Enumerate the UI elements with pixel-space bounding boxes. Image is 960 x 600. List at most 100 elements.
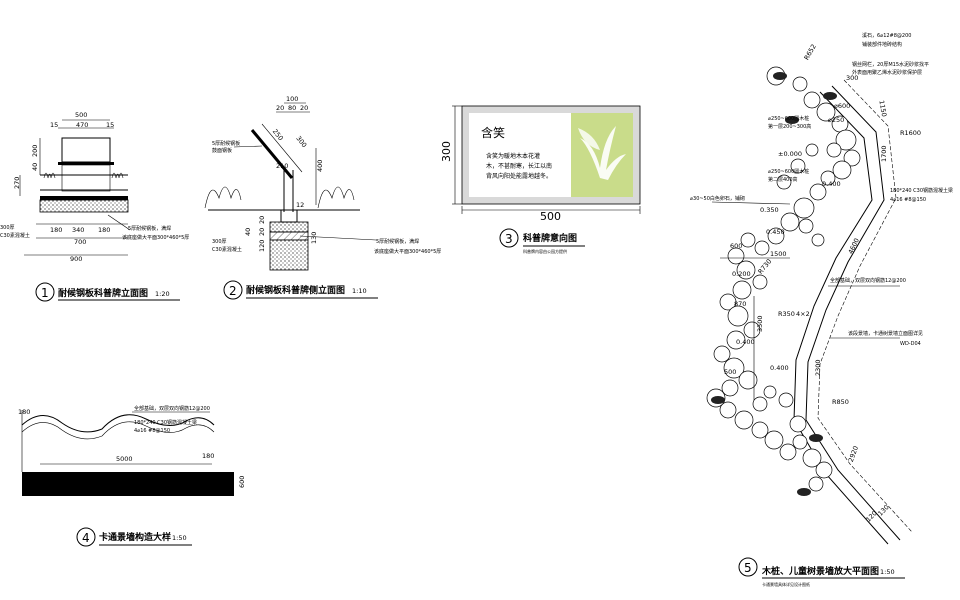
note-face-plate: 鼓面钢板: [212, 147, 232, 154]
concrete-footing: [269, 239, 309, 271]
note-mesh: 钢丝网栏，20厚M15水泥砂浆找平: [852, 61, 929, 68]
log-circle: [723, 357, 745, 379]
dark-stone: [809, 434, 823, 442]
dim-900: 900: [70, 255, 82, 263]
log-circle: [808, 476, 824, 492]
dim-1500: 1500: [770, 250, 787, 258]
dim-80: 80: [288, 104, 296, 112]
detail-5-number-circle: [738, 557, 758, 577]
detail-2-scale: 1:10: [352, 287, 367, 295]
base-layer: [269, 221, 309, 233]
detail-2-number: 2: [229, 284, 237, 298]
dim-600: 600: [238, 476, 246, 488]
dim-300: 300: [294, 134, 308, 149]
plant-left: [204, 186, 242, 209]
detail-3-number-circle: [499, 228, 519, 248]
log-circle: [805, 143, 819, 157]
note-c30: C30素混凝土: [212, 246, 242, 253]
log-circle: [802, 448, 822, 468]
log-circle: [815, 461, 833, 479]
dim-600: 600: [730, 242, 742, 250]
log-circle: [713, 345, 731, 363]
dim-3500: 3500: [756, 315, 764, 332]
log-circle: [732, 280, 752, 300]
dim-500: 500: [724, 368, 736, 376]
log-circle: [826, 142, 842, 158]
log-circle: [776, 174, 792, 190]
dim-r850: R850: [832, 398, 849, 406]
log-circle: [764, 430, 784, 450]
dim-340: 340: [72, 226, 84, 234]
level-zero: ±0.000: [778, 150, 802, 158]
detail-2-number-circle: [223, 280, 243, 300]
dark-stone: [773, 72, 787, 80]
dim-700: 700: [74, 238, 86, 246]
log-circle: [811, 233, 825, 247]
detail-4-title: 卡通景墙构造大样: [99, 531, 171, 543]
level-0400-b: 0.400: [736, 338, 755, 346]
dim-200: 200: [31, 145, 39, 157]
log-circle: [738, 370, 758, 390]
dim-12: 12: [296, 201, 304, 209]
note-log-2: ⌀250~600圆木桩: [768, 168, 809, 175]
log-circle: [792, 434, 808, 450]
note-paving: 铺装部件地砖结构: [862, 41, 902, 48]
detail-3-subtitle: 科普牌内容由公园方提供: [523, 248, 567, 254]
dim-500: 500: [540, 210, 561, 223]
dim-15: 15: [50, 121, 58, 129]
log-circle: [793, 197, 815, 219]
log-circle: [734, 410, 754, 430]
log-circle: [816, 102, 836, 122]
log-circle: [792, 76, 808, 92]
detail-5-title: 木桩、儿童树景墙放大平面图: [761, 565, 879, 577]
plant-left: [43, 172, 56, 179]
detail-4-number: 4: [82, 531, 90, 545]
detail-5-enlarged-plan: 1500 3500 R652 300 1150 1700 R1600 4600 …: [690, 32, 953, 587]
dim-20: 20: [258, 228, 266, 236]
note-beam: 180*240 C30钢筋混凝土梁: [890, 187, 953, 194]
note-protect-layer: 外表面用聚乙烯水泥砂浆保护层: [852, 69, 922, 76]
post-base: [61, 164, 111, 192]
detail-1-scale: 1:20: [155, 290, 170, 298]
sign-body-line-3: 背风向阳处能露地越冬。: [486, 172, 552, 180]
note-foundation: 全部基础，双层双向钢筋12@200: [830, 277, 906, 284]
dim-4600: 4600: [847, 237, 861, 255]
level-0450: 0.450: [766, 228, 785, 236]
wall-edge-outer: [805, 85, 901, 541]
dim-40: 40: [244, 228, 252, 236]
dim-130: 130: [310, 232, 318, 244]
note-log-1: ⌀250~600圆木桩: [768, 115, 809, 122]
detail-2-side-elevation: 100 20 80 20 300 400 250 210 20 12 120 1…: [204, 95, 441, 300]
tilted-plate: [250, 129, 294, 179]
detail-4-number-circle: [76, 527, 96, 547]
note-welded: 5厚耐候钢板，满焊: [376, 238, 419, 245]
dim-210: 210: [276, 162, 288, 170]
log-circle: [752, 274, 768, 290]
note-300-thick: 300厚: [212, 239, 227, 245]
detail-3-sign-intention: 含笑 含笑为暖地木本花灌 木，不甚耐寒，长江以南 背风向阳处能露地越冬。 300…: [440, 105, 641, 254]
anchor-block: [280, 209, 298, 223]
dim-r350: R350: [778, 310, 795, 318]
log-circle: [719, 293, 737, 311]
log-circle: [719, 401, 737, 419]
sign-plate: [61, 137, 111, 163]
wall-footing: [22, 472, 234, 496]
level-250: ⌀250: [828, 116, 844, 124]
dim-r1600: R1600: [900, 129, 921, 137]
note-base-plane: 该底座做大平面300*460*5厚: [122, 234, 189, 241]
sign-body-line-1: 含笑为暖地木本花灌: [486, 152, 540, 160]
dark-stone: [785, 116, 799, 124]
note-c30: C30素混凝土: [0, 232, 30, 239]
note-wall-ref-code: WD-D04: [900, 341, 921, 347]
dark-stone: [797, 488, 811, 496]
dark-stone: [711, 396, 725, 404]
dim-270: 270: [13, 177, 21, 189]
note-base-plane: 该底座做大平面300*460*5厚: [374, 248, 441, 255]
log-circle: [778, 392, 794, 408]
dim-180: 180: [18, 408, 30, 416]
dim-40: 40: [31, 163, 39, 171]
log-circle: [798, 218, 814, 234]
plate-frame: [58, 162, 114, 165]
dimension-guide: [817, 79, 913, 533]
